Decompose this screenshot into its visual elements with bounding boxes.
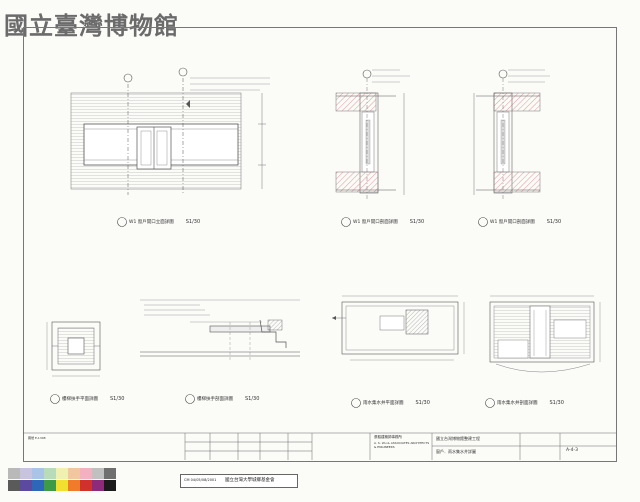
drawing-marker-4 [50, 394, 60, 404]
color-swatch [8, 468, 20, 479]
color-swatch [68, 468, 80, 479]
rainwater-well-plan-drawing [332, 295, 465, 361]
drawing-marker-2 [341, 217, 351, 227]
color-swatch [92, 468, 104, 479]
architect-english-name: A. S. Wu & ASSOCIATES ARCHITECTS & ENGIN… [374, 441, 430, 449]
color-swatch [32, 480, 44, 491]
color-swatch [80, 468, 92, 479]
architect-name: 張樞建築師事務所 [374, 435, 402, 439]
project-name: 國立台灣博物館整建工程 [436, 436, 480, 441]
color-swatch [44, 480, 56, 491]
color-swatch [32, 468, 44, 479]
drawing-marker-7 [485, 398, 495, 408]
sheet-number: A-4-3 [566, 448, 578, 453]
color-swatch [56, 468, 68, 479]
color-swatch [44, 468, 56, 479]
color-swatch [56, 480, 68, 491]
color-swatch [20, 468, 32, 479]
color-swatch [80, 480, 92, 491]
title-block-grid [23, 432, 616, 460]
drawing-frame [23, 27, 617, 462]
color-swatch [20, 480, 32, 491]
color-swatch [8, 480, 20, 491]
handrail-section-drawing [140, 299, 300, 362]
museum-title: 國立臺灣博物館 [4, 11, 179, 40]
rainwater-well-section-drawing [489, 295, 601, 373]
color-swatch [104, 480, 116, 491]
drawing-name: 窗戶．雨水集水井詳圖 [436, 449, 476, 454]
handrail-plan-drawing [46, 321, 101, 377]
drawing-marker-1 [117, 217, 127, 227]
window-section-drawing-1 [335, 69, 410, 200]
color-swatch [104, 468, 116, 479]
window-section-drawing-2 [473, 69, 550, 200]
color-swatch [92, 480, 104, 491]
drawing-marker-6 [351, 398, 361, 408]
window-elevation-drawing [70, 67, 270, 195]
drawing-marker-3 [478, 217, 488, 227]
drawing-marker-5 [185, 394, 195, 404]
color-swatch [68, 480, 80, 491]
archive-code: CM 04/05/08/2001 [184, 478, 217, 482]
archive-text: 國立台灣大學城鄉基金會 [225, 478, 275, 483]
archive-label: CM 04/05/08/2001 國立台灣大學城鄉基金會 [180, 474, 298, 488]
title-block-left-note: 圖號 E-1308 [28, 436, 46, 440]
